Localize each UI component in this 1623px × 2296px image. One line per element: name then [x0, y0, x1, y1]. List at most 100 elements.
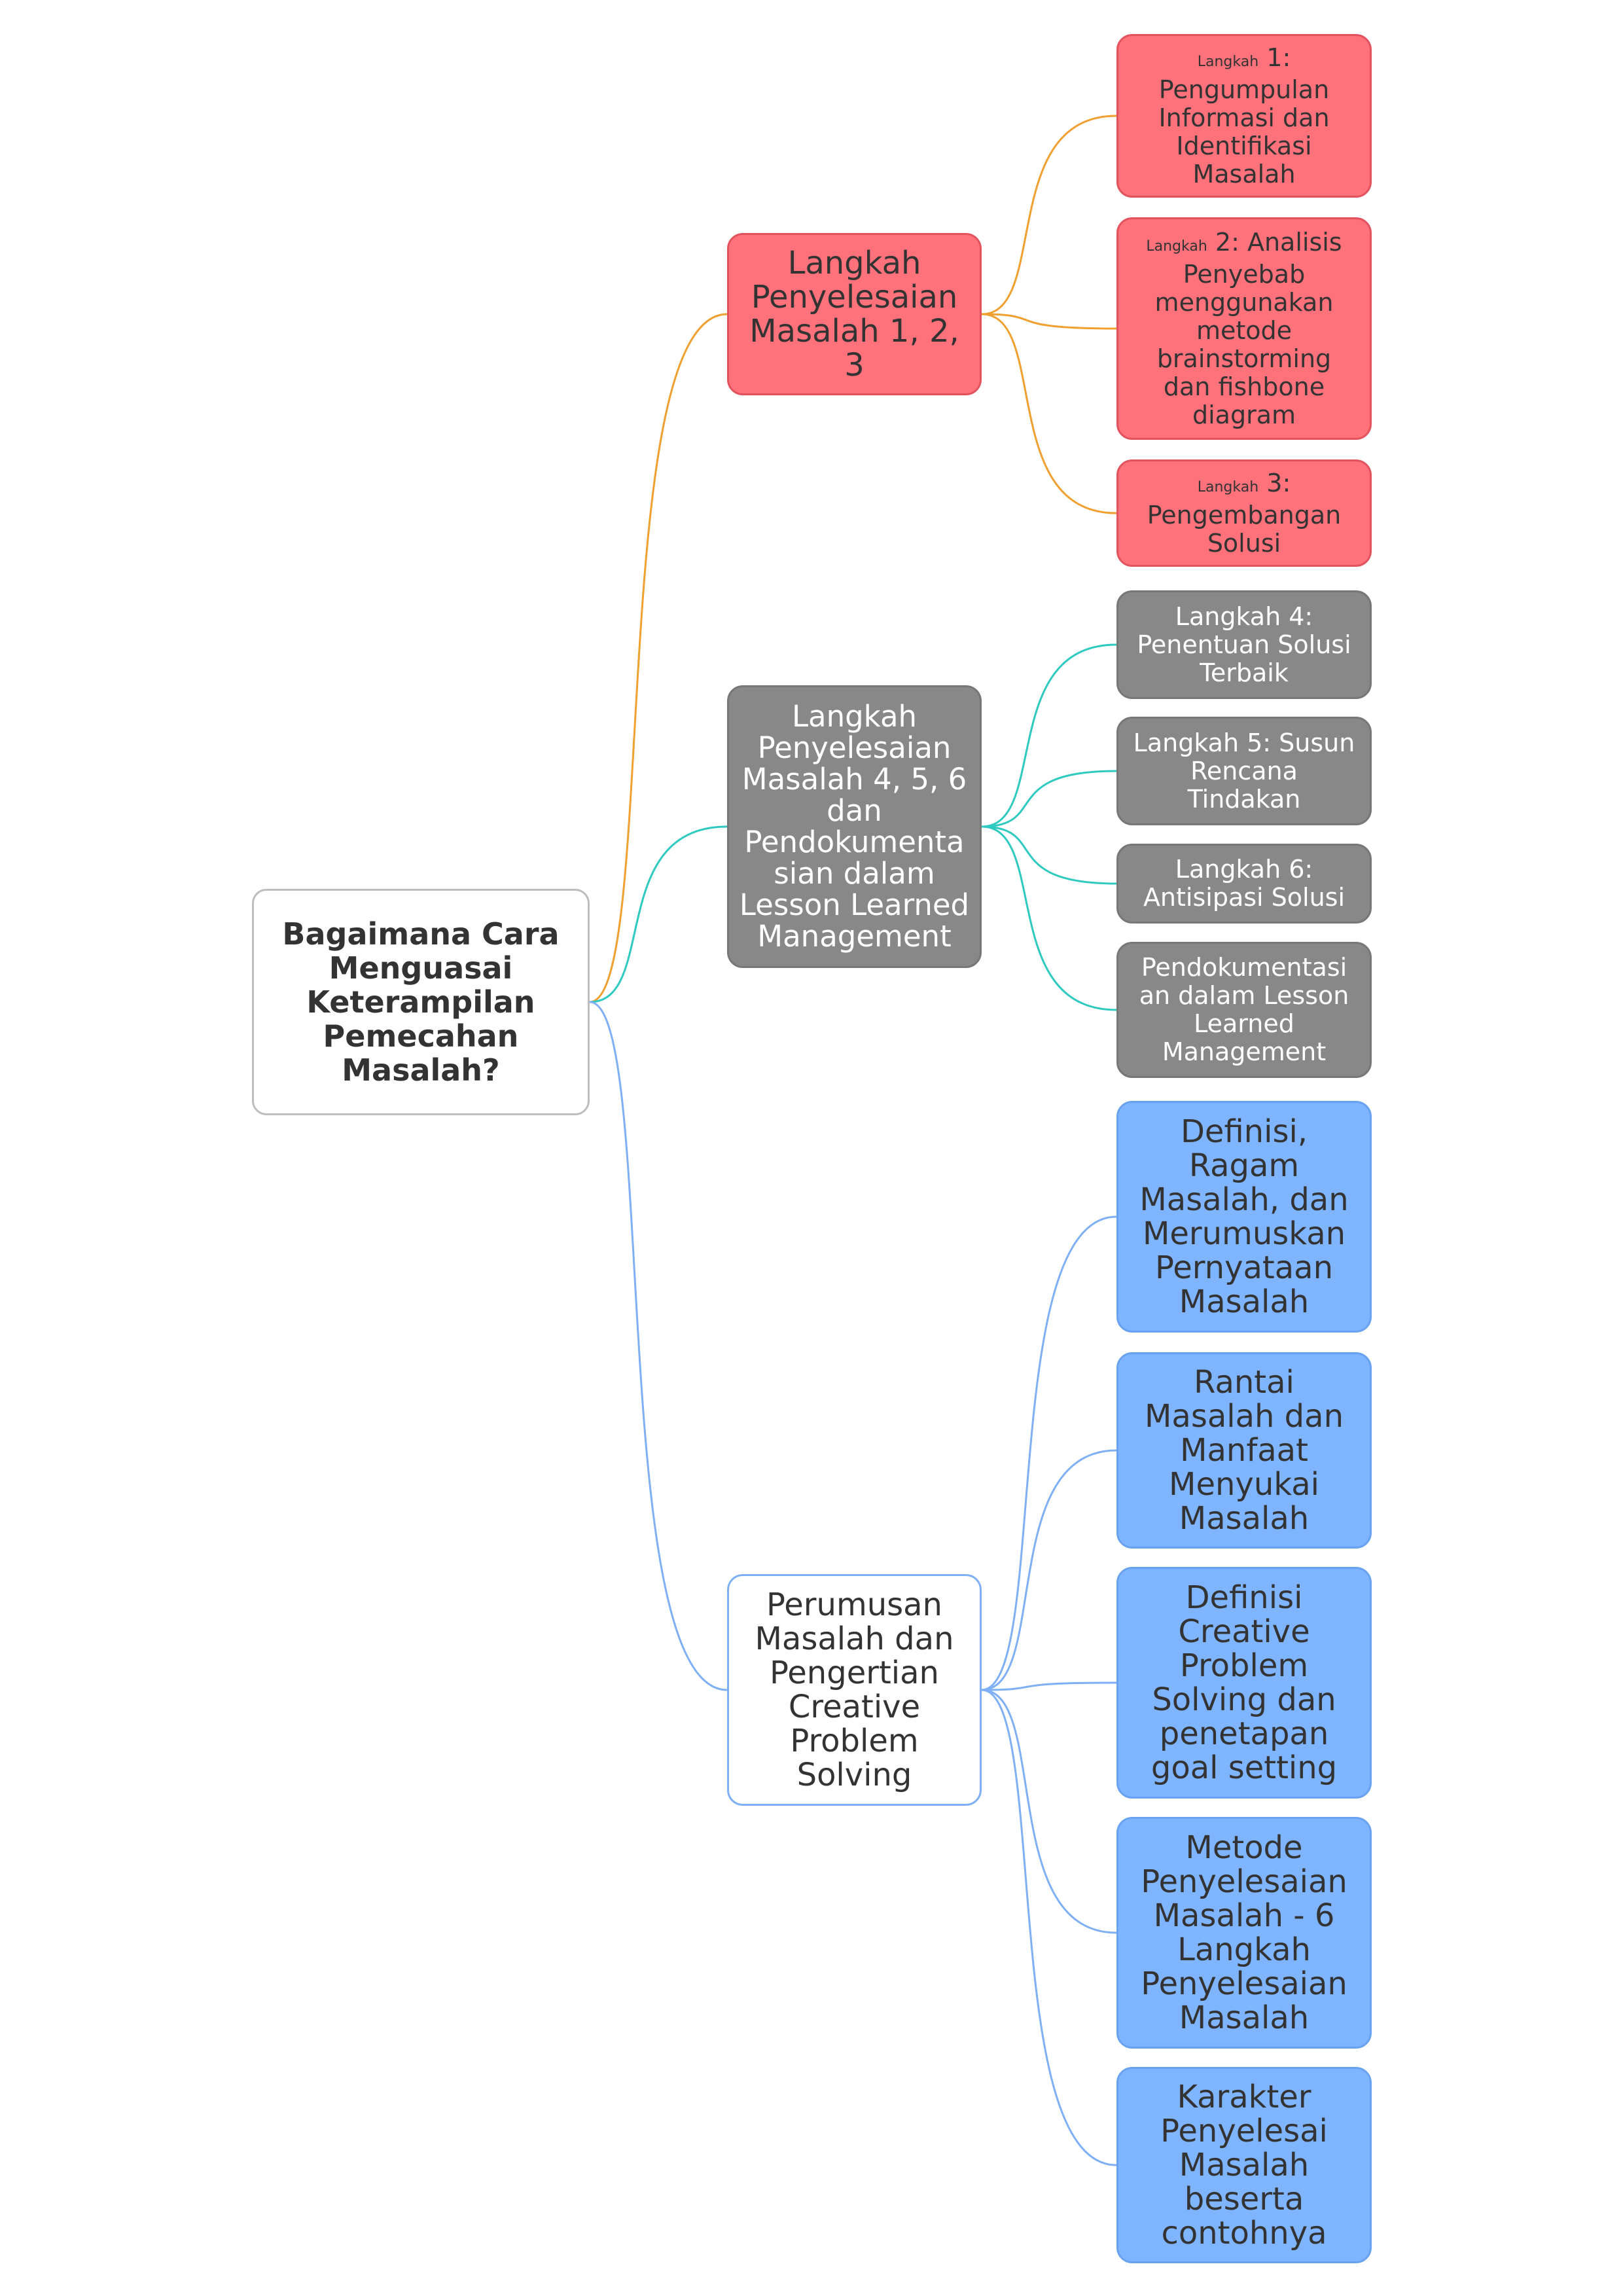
connector-branch-to-subtopic — [981, 115, 1117, 315]
subtopic-langkah-2[interactable]: Langkah 2: Analisis Penyebab menggunakan… — [1116, 217, 1372, 440]
root-line: Bagaimana Cara — [282, 916, 560, 952]
branch-line: Creative — [788, 1689, 921, 1725]
subtopic-line: Masalah - 6 — [1153, 1897, 1335, 1934]
subtopic-line: Menyukai — [1169, 1466, 1319, 1503]
subtopic-langkah-6[interactable]: Langkah 6: Antisipasi Solusi — [1116, 844, 1372, 924]
subtopic-metode-penyelesaian[interactable]: Metode Penyelesaian Masalah - 6 Langkah … — [1116, 1817, 1372, 2049]
subtopic-line: Langkah 1: — [1197, 43, 1291, 76]
branch-line: Penyelesaian — [751, 279, 958, 315]
branch-line: Pendokumenta — [744, 825, 965, 859]
subtopic-line: penetapan — [1159, 1715, 1329, 1752]
subtopic-definisi-creative-problem-solving[interactable]: Definisi Creative Problem Solving dan pe… — [1116, 1567, 1372, 1799]
subtopic-line: Langkah 2: Analisis — [1146, 228, 1342, 260]
subtopic-text: 1: — [1266, 43, 1291, 72]
subtopic-line: Management — [1162, 1037, 1327, 1066]
branch-line: sian dalam — [774, 856, 935, 891]
branch-line: Perumusan — [766, 1587, 942, 1623]
subtopic-line: beserta — [1184, 2181, 1304, 2217]
connector-root-to-branch — [589, 825, 728, 1003]
subtopic-line: Penyelesaian — [1141, 1863, 1347, 1900]
connector-branch-to-subtopic — [981, 643, 1117, 828]
subtopic-line: Langkah 5: Susun — [1133, 728, 1355, 757]
subtopic-line: Merumuskan — [1142, 1215, 1346, 1252]
connector-branch-to-subtopic — [981, 770, 1117, 828]
subtopic-line: an dalam Lesson — [1139, 981, 1349, 1010]
subtopic-line: dan fishbone — [1163, 372, 1325, 401]
connector-branch-to-subtopic — [981, 313, 1117, 330]
subtopic-prefix: Langkah — [1197, 53, 1259, 70]
branch-line: Pengertian — [770, 1655, 939, 1691]
branch-line: Langkah — [791, 699, 918, 734]
subtopic-line: Learned — [1194, 1009, 1294, 1038]
subtopic-line: Masalah — [1179, 2000, 1310, 2036]
subtopic-line: Manfaat — [1180, 1432, 1308, 1469]
subtopic-line: Masalah — [1179, 1500, 1310, 1537]
branch-langkah-4-5-6[interactable]: Langkah Penyelesaian Masalah 4, 5, 6 dan… — [727, 685, 982, 968]
subtopic-karakter-penyelesai[interactable]: Karakter Penyelesai Masalah beserta cont… — [1116, 2067, 1372, 2263]
subtopic-line: Solusi — [1207, 528, 1281, 558]
subtopic-line: Masalah — [1179, 1283, 1310, 1320]
connector-root-to-branch — [589, 1001, 728, 1691]
subtopic-text: 2: Analisis — [1215, 227, 1342, 257]
subtopic-line: menggunakan — [1154, 287, 1334, 317]
branch-line: Problem — [790, 1723, 919, 1759]
subtopic-line: Penyelesai — [1160, 2113, 1328, 2149]
connector-branch-to-subtopic — [981, 1449, 1117, 1691]
subtopic-langkah-1[interactable]: Langkah 1: Pengumpulan Informasi dan Ide… — [1116, 34, 1372, 198]
subtopic-line: Pengembangan — [1147, 500, 1342, 529]
connector-branch-to-subtopic — [981, 825, 1117, 1011]
subtopic-rantai-masalah[interactable]: Rantai Masalah dan Manfaat Menyukai Masa… — [1116, 1352, 1372, 1549]
connector-branch-to-subtopic — [981, 1215, 1117, 1691]
subtopic-line: Creative — [1178, 1613, 1310, 1650]
subtopic-line: Penentuan Solusi — [1137, 630, 1351, 659]
subtopic-langkah-4[interactable]: Langkah 4: Penentuan Solusi Terbaik — [1116, 590, 1372, 699]
subtopic-line: Solving dan — [1152, 1681, 1336, 1718]
subtopic-line: Tindakan — [1187, 784, 1301, 814]
subtopic-line: Masalah — [1179, 2147, 1310, 2183]
subtopic-prefix: Langkah — [1197, 478, 1259, 495]
subtopic-line: Definisi, — [1180, 1113, 1308, 1150]
subtopic-line: Rencana — [1190, 756, 1298, 785]
connector-root-to-branch — [589, 313, 728, 1003]
subtopic-line: Rantai — [1194, 1364, 1294, 1401]
subtopic-line: Masalah, dan — [1139, 1181, 1349, 1218]
subtopic-langkah-5[interactable]: Langkah 5: Susun Rencana Tindakan — [1116, 717, 1372, 825]
branch-perumusan-masalah[interactable]: Perumusan Masalah dan Pengertian Creativ… — [727, 1574, 982, 1806]
subtopic-line: Masalah — [1192, 159, 1296, 188]
root-topic[interactable]: Bagaimana Cara Menguasai Keterampilan Pe… — [252, 889, 590, 1115]
root-line: Keterampilan — [306, 984, 535, 1020]
connector-branch-to-subtopic — [981, 313, 1117, 514]
subtopic-langkah-3[interactable]: Langkah 3: Pengembangan Solusi — [1116, 459, 1372, 567]
subtopic-line: Pernyataan — [1155, 1249, 1333, 1286]
subtopic-line: Antisipasi Solusi — [1143, 883, 1346, 912]
branch-line: Solving — [796, 1757, 912, 1793]
subtopic-line: contohnya — [1161, 2215, 1327, 2251]
subtopic-line: goal setting — [1150, 1749, 1338, 1786]
subtopic-line: Pendokumentasi — [1141, 953, 1347, 982]
branch-line: Masalah dan — [755, 1621, 954, 1657]
subtopic-line: Masalah dan — [1145, 1398, 1344, 1435]
branch-langkah-1-2-3[interactable]: Langkah Penyelesaian Masalah 1, 2, 3 — [727, 233, 982, 395]
connector-branch-to-subtopic — [981, 1689, 1117, 2166]
root-line: Pemecahan — [323, 1018, 519, 1054]
connector-branch-to-subtopic — [981, 1681, 1117, 1691]
subtopic-line: Langkah 3: — [1198, 469, 1291, 501]
branch-line: dan — [827, 793, 882, 828]
connector-branch-to-subtopic — [981, 1689, 1117, 1934]
subtopic-pendokumentasian[interactable]: Pendokumentasi an dalam Lesson Learned M… — [1116, 942, 1372, 1078]
subtopic-line: Pengumpulan — [1158, 75, 1330, 104]
connector-branch-to-subtopic — [981, 825, 1117, 885]
root-line: Masalah? — [342, 1052, 500, 1088]
subtopic-line: Penyelesaian — [1141, 1965, 1347, 2002]
branch-line: Masalah 4, 5, 6 — [741, 762, 967, 797]
subtopic-line: brainstorming — [1156, 344, 1332, 373]
subtopic-definisi-ragam-masalah[interactable]: Definisi, Ragam Masalah, dan Merumuskan … — [1116, 1101, 1372, 1333]
subtopic-line: Terbaik — [1200, 658, 1289, 687]
subtopic-line: Problem — [1179, 1647, 1309, 1684]
branch-line: Lesson Learned — [739, 888, 970, 922]
subtopic-line: Langkah 6: — [1175, 855, 1313, 884]
branch-line: Langkah — [787, 245, 921, 281]
subtopic-line: Identifikasi — [1176, 131, 1312, 160]
subtopic-line: Definisi — [1185, 1579, 1303, 1616]
